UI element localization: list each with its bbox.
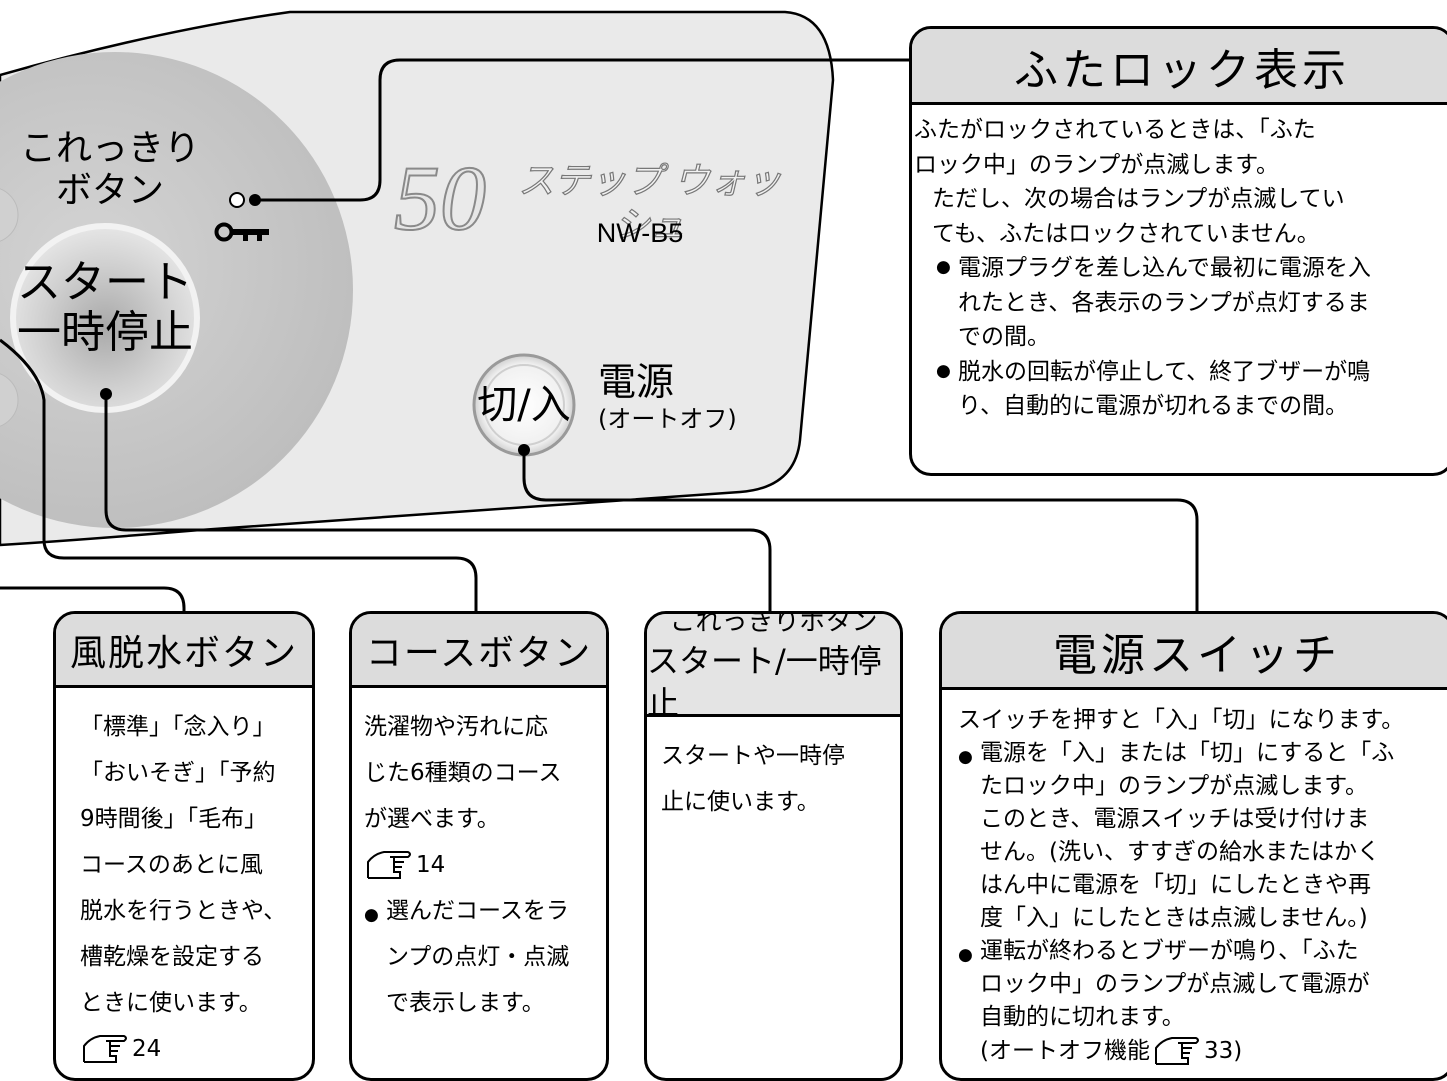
start-pause-button[interactable]: スタート 一時停止	[17, 257, 193, 358]
course-box: コースボタン 洗濯物や汚れに応 じた6種類のコース が選べます。 14 選んだコ…	[349, 611, 609, 1081]
power-label: 電源 (オートオフ)	[598, 360, 737, 433]
pointing-hand-icon	[1154, 1037, 1199, 1065]
pointing-hand-icon	[367, 851, 411, 879]
list-item: 選んだコースをラ ンプの点灯・点滅 で表示します。	[364, 888, 602, 1026]
key-icon	[214, 222, 269, 242]
power-button[interactable]: 切/入	[477, 382, 571, 428]
lid-lock-box: ふたロック表示 ふたがロックされているときは、「ふた ロック中」のランプが点滅し…	[909, 26, 1447, 476]
page-reference: 24	[80, 1026, 302, 1072]
list-item: 脱水の回転が停止して、終了ブザーが鳴 り、自動的に電源が切れるまでの間。	[936, 355, 1442, 424]
power-switch-box: 電源スイッチ スイッチを押すと「入」「切」になります。 電源を「入」または「切」…	[939, 611, 1447, 1081]
power-switch-title: 電源スイッチ	[1053, 629, 1341, 681]
list-item: 電源プラグを差し込んで最初に電源を入 れたとき、各表示のランプが点灯するま での…	[936, 251, 1442, 355]
page-reference: (オートオフ機能 33)	[958, 1034, 1447, 1068]
lock-lamp	[229, 192, 245, 208]
wind-dry-title: 風脱水ボタン	[69, 632, 298, 674]
korekkiri-label: これっきり ボタン	[19, 128, 200, 211]
start-pause-box: これっきりボタン スタート/一時停止 スタートや一時停 止に使います。	[644, 611, 903, 1081]
line-start	[104, 394, 772, 612]
pointing-hand-icon	[83, 1035, 127, 1063]
start-title-line1: これっきりボタン	[669, 611, 878, 637]
line-lid-lock	[255, 58, 912, 202]
page-reference: 14	[364, 842, 602, 888]
list-item: 電源を「入」または「切」にすると「ふ たロック中」のランプが点滅します。 このと…	[958, 737, 1447, 935]
lid-lock-title: ふたロック表示	[1014, 44, 1350, 96]
list-item: 運転が終わるとブザーが鳴り、「ふた ロック中」のランプが点滅して電源が 自動的に…	[958, 935, 1447, 1034]
logo-text: ステップ ウォッシュ	[518, 160, 783, 246]
start-title-line2: スタート/一時停止	[647, 642, 882, 722]
line-course	[0, 338, 478, 612]
line-wind	[0, 586, 186, 612]
course-title: コースボタン	[365, 632, 593, 674]
logo-number: 50	[393, 147, 487, 249]
wind-dry-box: 風脱水ボタン 「標準」「念入り」 「おいそぎ」「予約 9時間後」「毛布」 コース…	[53, 611, 315, 1081]
model-name: NW-B5	[596, 218, 684, 248]
line-power	[522, 450, 1199, 612]
